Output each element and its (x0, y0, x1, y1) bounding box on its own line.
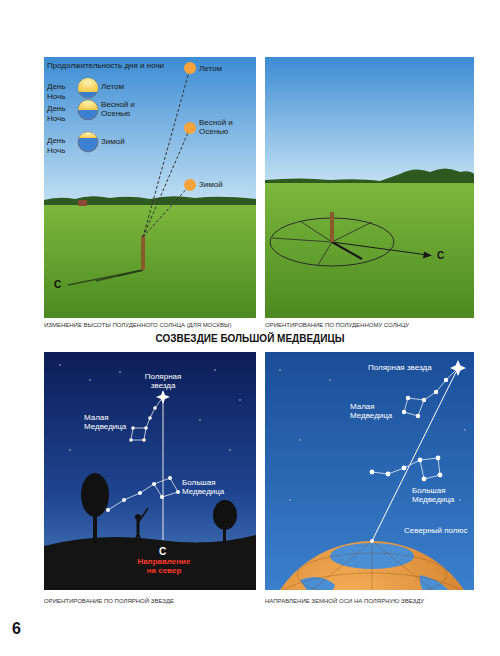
big-dipper-stars (370, 456, 443, 482)
house (78, 200, 87, 206)
figure-caption: ИЗМЕНЕНИЕ ВЫСОТЫ ПОЛУДЕННОГО СОЛНЦА (ДЛЯ… (44, 322, 231, 329)
noon-sun-orientation-panel (265, 57, 474, 318)
sun-ray (143, 68, 190, 237)
big-dipper-stars (106, 476, 180, 512)
sky (265, 57, 474, 185)
constellation-label: Большая Медведица (412, 486, 464, 504)
noon-sun-height-panel (44, 57, 256, 318)
shadow-line (118, 270, 143, 276)
figure-caption: ОРИЕНТИРОВАНИЕ ПО ПОЛЯРНОЙ ЗВЕЗДЕ (44, 598, 174, 605)
north-mark: С (54, 279, 61, 291)
figure-caption: НАПРАВЛЕНИЕ ЗЕМНОЙ ОСИ НА ПОЛЯРНУЮ ЗВЕЗД… (265, 598, 424, 605)
constellation-label: Большая Медведица (182, 478, 234, 496)
direction-line (332, 222, 372, 242)
tree (213, 500, 237, 530)
legend-label: День (47, 104, 65, 113)
north-mark: С (437, 250, 444, 262)
north-line (163, 402, 164, 544)
background-stars (279, 369, 466, 501)
season-label: Летом (101, 82, 124, 91)
direction-line (272, 238, 332, 242)
constellation-label: Малая Медведица (350, 402, 396, 420)
sun-label: Весной и Осенью (199, 118, 249, 136)
season-label: Зимой (101, 137, 125, 146)
constellation-label: Малая Медведица (84, 413, 130, 431)
polar-star-orientation-panel (44, 352, 256, 590)
legend-label: День (47, 82, 65, 91)
polar-star (156, 390, 170, 404)
pole-shadow (332, 242, 362, 259)
treeline (265, 169, 474, 186)
pole (141, 236, 145, 270)
sun-ray (143, 185, 190, 237)
big-dipper (372, 458, 440, 479)
person (135, 508, 148, 542)
sky (44, 57, 256, 207)
legend-label: Ночь (47, 146, 65, 155)
earth-globe (265, 541, 474, 590)
sun-label: Летом (199, 64, 222, 73)
little-dipper-stars (129, 406, 157, 442)
sky (265, 352, 474, 590)
shadow-line (96, 270, 143, 281)
section-heading: СОЗВЕЗДИЕ БОЛЬШОЙ МЕДВЕДИЦЫ (0, 333, 500, 345)
earth-axis-panel (261, 352, 483, 656)
night-part (78, 78, 98, 98)
sun-label: Зимой (199, 180, 223, 189)
north-mark: С (159, 546, 166, 558)
field (265, 183, 474, 318)
legend-label: День (47, 136, 65, 145)
sun (184, 62, 196, 74)
legend-label: Ночь (47, 92, 65, 101)
season-label: Весной и Осенью (101, 100, 145, 118)
background-stars (59, 364, 241, 451)
night-part (78, 132, 98, 152)
direction-line (318, 242, 332, 265)
day-part (79, 132, 97, 138)
little-dipper (131, 397, 163, 440)
little-dipper-stars (402, 378, 448, 418)
day-part (78, 100, 98, 110)
day-part (78, 78, 98, 92)
page-number: 6 (12, 620, 21, 638)
direction-line (300, 221, 332, 242)
polar-star (450, 360, 466, 376)
night-sky (44, 352, 256, 590)
shadow-line (68, 270, 143, 285)
direction-label: Направление на север (134, 557, 194, 575)
pole (330, 212, 334, 242)
north-arrow (332, 242, 428, 255)
star-label: Полярная звезда (368, 363, 432, 372)
big-dipper (108, 478, 178, 510)
little-dipper (404, 368, 458, 416)
tree (81, 473, 109, 517)
sun (184, 122, 196, 134)
sun (184, 179, 196, 191)
night-part (78, 100, 98, 120)
arrowhead (423, 252, 432, 259)
pole-label: Северный полюс (404, 526, 467, 535)
earth-axis (372, 372, 456, 541)
pole-point (370, 539, 374, 543)
star-label: Полярная звезда (138, 372, 188, 390)
figure-caption: ОРИЕНТИРОВАНИЕ ПО ПОЛУДЕННОМУ СОЛНЦУ (265, 322, 409, 329)
sun-ray (143, 128, 190, 237)
legend-heading: Продолжительность дня и ночи (47, 61, 164, 70)
legend-label: Ночь (47, 114, 65, 123)
